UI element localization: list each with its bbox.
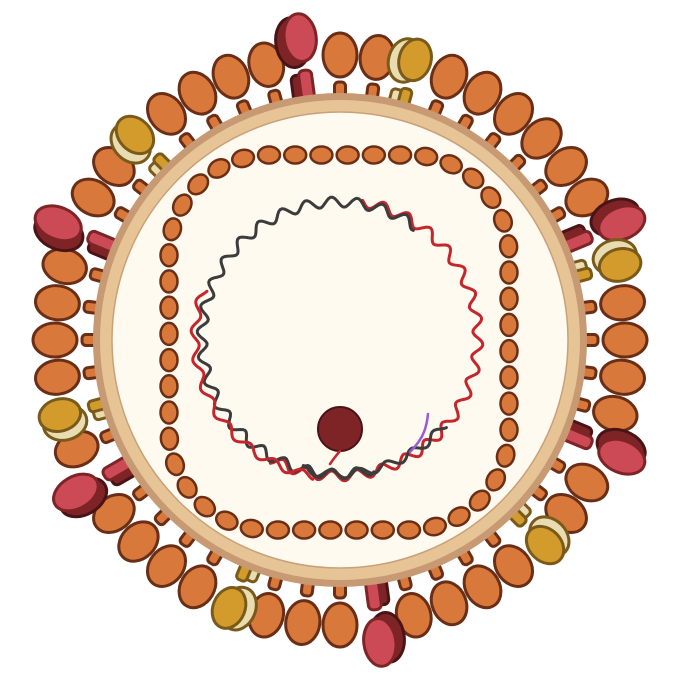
rna-strand	[189, 289, 315, 481]
nucleocapsid-bead	[309, 145, 334, 165]
nucleocapsid-bead	[291, 520, 317, 540]
spike-head	[397, 37, 433, 83]
cap-tail	[408, 412, 430, 454]
nucleocapsid-bead	[447, 506, 471, 528]
nucleocapsid-bead	[422, 516, 448, 537]
nucleocapsid-bead	[335, 145, 360, 165]
nucleocapsid-bead	[495, 443, 516, 468]
nucleocapsid-bead	[159, 242, 179, 268]
nucleocapsid-bead	[318, 520, 343, 540]
nucleocapsid-bead	[207, 157, 231, 179]
nucleocapsid-bead	[439, 154, 463, 175]
spike-head	[492, 92, 535, 136]
nucleocapsid-bead	[159, 400, 179, 425]
nucleocapsid-bead	[499, 338, 519, 364]
viral-envelope	[93, 93, 587, 587]
nucleocapsid-bead	[468, 489, 491, 512]
nucleocapsid-bead	[414, 146, 439, 167]
nucleocapsid-bead	[282, 145, 308, 165]
nucleocapsid-bead	[193, 495, 217, 518]
spike-head	[462, 70, 503, 116]
spike-head	[462, 564, 503, 610]
rna-genome	[189, 195, 485, 483]
spike-head	[597, 247, 643, 283]
nucleocapsid-bead	[159, 295, 179, 320]
spike-head	[145, 544, 188, 588]
nucleocapsid-bead	[344, 520, 369, 540]
membrane-protein-spike	[530, 405, 647, 476]
nucleocapsid-bead	[215, 510, 239, 531]
nucleocapsid-ring	[159, 145, 519, 540]
spike-head	[597, 204, 647, 243]
spike-head	[31, 321, 79, 359]
nucleocapsid-bead	[480, 186, 502, 210]
spike-head	[321, 31, 359, 79]
spike-head	[117, 520, 160, 563]
nucleocapsid-bead	[265, 520, 291, 540]
nucleocapsid-bead	[159, 269, 179, 294]
nucleocapsid-bead	[498, 234, 519, 259]
nucleocapsid-bead	[396, 520, 422, 540]
spike-head	[597, 437, 647, 476]
spike-head	[599, 284, 646, 322]
spike-head	[177, 70, 218, 116]
spike-head	[544, 145, 588, 188]
nucleocapsid-bead	[230, 148, 256, 169]
nucleocapsid-bead	[485, 468, 507, 492]
core-particle	[317, 406, 363, 452]
spike-head	[145, 92, 188, 136]
nucleocapsid-bead	[492, 208, 514, 233]
core-particle-layer	[317, 406, 363, 466]
spike-head	[321, 601, 359, 649]
nucleocapsid-bead	[370, 520, 396, 540]
nucleocapsid-bead	[387, 145, 413, 165]
nucleocapsid-bead	[159, 321, 179, 347]
envelope-interior	[111, 111, 569, 569]
nucleocapsid-bead	[499, 260, 519, 285]
spike-head	[211, 53, 251, 100]
spike-head	[524, 524, 566, 566]
spike-head	[52, 472, 100, 513]
spike-head	[177, 564, 218, 610]
nucleocapsid-bead	[256, 145, 282, 165]
spike-head	[564, 462, 610, 503]
spike-head	[492, 544, 535, 588]
spike-head	[34, 358, 81, 396]
nucleocapsid-bead	[187, 173, 210, 196]
nucleocapsid-bead	[159, 374, 179, 399]
spike-head	[429, 53, 469, 100]
spike-head	[33, 204, 83, 243]
spike-head	[70, 177, 116, 218]
nucleocapsid-bead	[159, 426, 180, 451]
spike-head	[37, 397, 83, 433]
rna-strand	[195, 195, 415, 481]
nucleocapsid-bead	[499, 286, 519, 311]
rna-strand	[301, 426, 448, 480]
nucleocapsid-bead	[176, 475, 198, 499]
nucleocapsid-bead	[239, 518, 264, 539]
nucleocapsid-bead	[162, 217, 183, 242]
spike-head	[601, 321, 649, 359]
spike-head	[520, 117, 563, 160]
nucleocapsid-bead	[461, 167, 485, 190]
nucleocapsid-bead	[159, 347, 179, 373]
nucleocapsid-bead	[499, 365, 519, 390]
nucleocapsid-bead	[499, 391, 519, 416]
nucleocapsid-bead	[499, 417, 519, 443]
spike-head	[114, 114, 156, 156]
spike-head	[34, 284, 81, 322]
nucleocapsid-bead	[499, 312, 519, 338]
nucleocapsid-bead	[361, 145, 387, 165]
spike-head	[210, 586, 248, 630]
nucleocapsid-bead	[171, 193, 193, 217]
spike-head	[599, 358, 646, 396]
spike-head	[284, 599, 322, 646]
core-link	[328, 449, 342, 466]
nucleocapsid-bead	[164, 452, 186, 477]
spike-head	[282, 12, 318, 63]
spike-head	[429, 580, 469, 627]
spike-head	[362, 617, 398, 668]
